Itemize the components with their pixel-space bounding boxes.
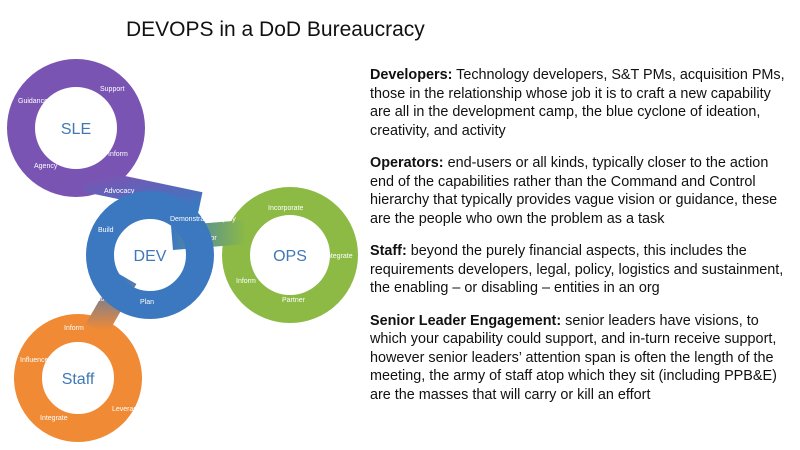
staff-loop: Staff Inform Influence Integrate Leverag… [14,314,142,442]
ops-step-integrate: Integrate [325,253,353,260]
staff-ring [14,314,142,442]
ops-step-partner: Partner [282,297,306,304]
sle-step-agency: Agency [34,163,58,170]
ops-step-inform: Inform [236,278,256,285]
advocacy-label: Advocacy [104,188,135,195]
staff-term: Staff: [370,243,407,259]
developers-term: Developers: [370,67,453,83]
senior-leader-description: Senior Leader Engagement: senior leaders… [370,312,792,405]
ops-label: OPS [273,248,307,265]
staff-step-leverage: Leverage [112,406,141,413]
dev-step-demonstrate-deploy: Demonstrate/ Deploy [170,216,236,223]
dev-ring [86,191,214,319]
dev-loop: DEV Build Demonstrate/ Deploy Plan [86,191,236,319]
ops-loop: OPS Incorporate Integrate Partner Inform [222,187,358,323]
staff-step-integrate: Integrate [40,415,68,422]
operators-term: Operators: [370,155,444,171]
dev-step-build: Build [98,227,114,234]
staff-label: Staff [62,371,95,388]
operators-text: end-users or all kinds, typically closer… [370,155,778,227]
sle-loop: SLE Support Inform Agency Guidance [7,59,145,197]
devops-loop-diagram: SLE Support Inform Agency Guidance Advoc… [7,59,358,442]
sle-ring [7,59,145,197]
ops-step-incorporate: Incorporate [268,205,304,212]
staff-step-inform: Inform [64,325,84,332]
operators-description: Operators: end-users or all kinds, typic… [370,154,792,228]
senior-leader-text: senior leaders have visions, to which yo… [370,312,777,403]
sle-step-support: Support [100,86,125,93]
dev-label: DEV [134,248,167,265]
page-title: DEVOPS in a DoD Bureaucracy [126,18,425,41]
sle-step-guidance: Guidance [18,98,48,105]
staff-step-influence: Influence [20,357,49,364]
sle-step-inform: Inform [108,151,128,158]
staff-text: beyond the purely financial aspects, thi… [370,243,784,296]
role-descriptions: Developers: Technology developers, S&T P… [370,66,792,418]
dev-step-plan: Plan [140,299,154,306]
senior-leader-term: Senior Leader Engagement: [370,312,562,329]
dev-step-demonstrate-deploy-text: Demonstrate/ Deploy [170,216,236,223]
developers-text: Technology developers, S&T PMs, acquisit… [370,67,785,139]
developers-description: Developers: Technology developers, S&T P… [370,66,792,140]
sle-label: SLE [61,121,91,138]
staff-description: Staff: beyond the purely financial aspec… [370,242,792,298]
ops-ring [222,187,358,323]
